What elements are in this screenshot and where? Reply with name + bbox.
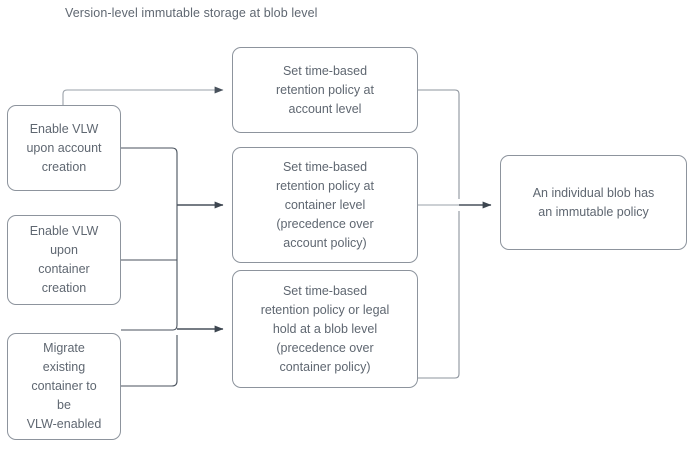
edge-retention-account-to-trunk (418, 89, 460, 199)
edge-enable-account-to-retention-account (62, 86, 224, 105)
connector-left-trunk (121, 205, 178, 331)
edge-enable-account-to-trunk (121, 147, 178, 205)
node-set-retention-policy-container-level[interactable]: Set time-based retention policy at conta… (232, 147, 418, 263)
node-individual-blob-has-immutable-policy[interactable]: An individual blob has an immutable poli… (500, 155, 687, 250)
edge-retention-blob-to-trunk (418, 211, 460, 379)
node-set-retention-policy-account-level[interactable]: Set time-based retention policy at accou… (232, 47, 418, 133)
edge-migrate-to-trunk (121, 335, 178, 387)
node-migrate-existing-container[interactable]: Migrate existing container to be VLW-ena… (7, 333, 121, 440)
diagram-title: Version-level immutable storage at blob … (65, 6, 318, 20)
node-set-retention-policy-or-legal-hold-blob-level[interactable]: Set time-based retention policy or legal… (232, 270, 418, 388)
node-enable-vlw-upon-container-creation[interactable]: Enable VLW upon container creation (7, 215, 121, 305)
node-enable-vlw-upon-account-creation[interactable]: Enable VLW upon account creation (7, 105, 121, 191)
